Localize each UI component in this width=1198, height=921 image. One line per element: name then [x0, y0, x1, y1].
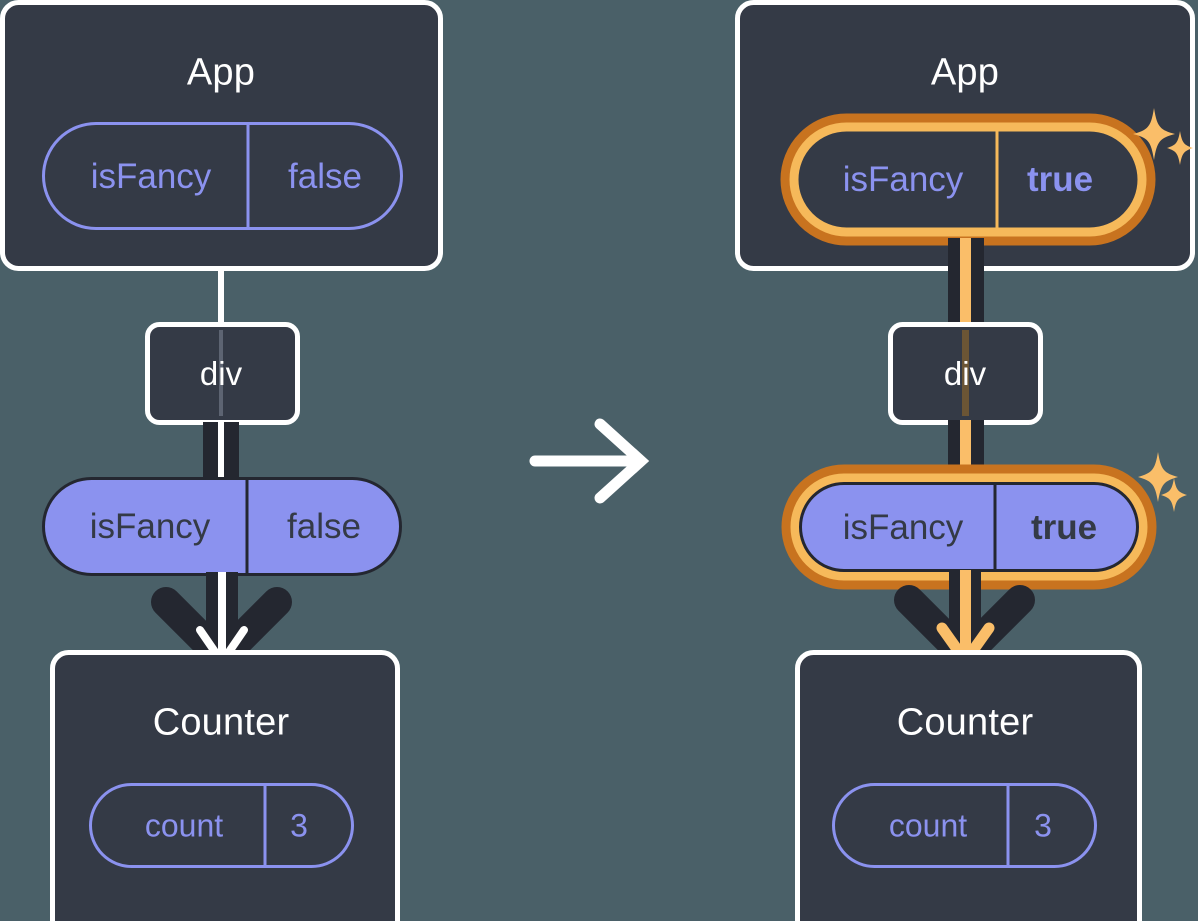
- prop-pill-left: [42, 477, 402, 576]
- connector-app-to-div-left: [218, 266, 224, 326]
- prop-pill-right: [781, 464, 1157, 590]
- app-state-pill-left: [42, 122, 403, 230]
- app-box-left: [0, 0, 443, 271]
- sparkle-icon-prop-large: [1138, 452, 1178, 502]
- sparkle-icon-app-small: [1167, 131, 1193, 165]
- connector-div-to-prop-orange-right: [960, 420, 971, 488]
- connector-through-div-line-left: [219, 330, 223, 416]
- app-state-pill-right: [780, 113, 1156, 246]
- sparkle-icon-prop-small: [1161, 478, 1187, 512]
- counter-state-pill-right: [832, 783, 1097, 868]
- sparkle-icon-app-large: [1133, 108, 1175, 160]
- flow-arrow-right: [894, 570, 1035, 670]
- flow-arrow-left: [151, 572, 292, 672]
- connector-pill-to-div-orange-right: [960, 238, 971, 330]
- counter-box-right: [795, 650, 1142, 921]
- counter-box-left: [50, 650, 400, 921]
- connector-through-div-right: [962, 330, 969, 416]
- transition-arrow-right-icon: [529, 418, 650, 504]
- connector-div-to-prop-white-left: [218, 422, 224, 484]
- counter-state-pill-left: [89, 783, 354, 868]
